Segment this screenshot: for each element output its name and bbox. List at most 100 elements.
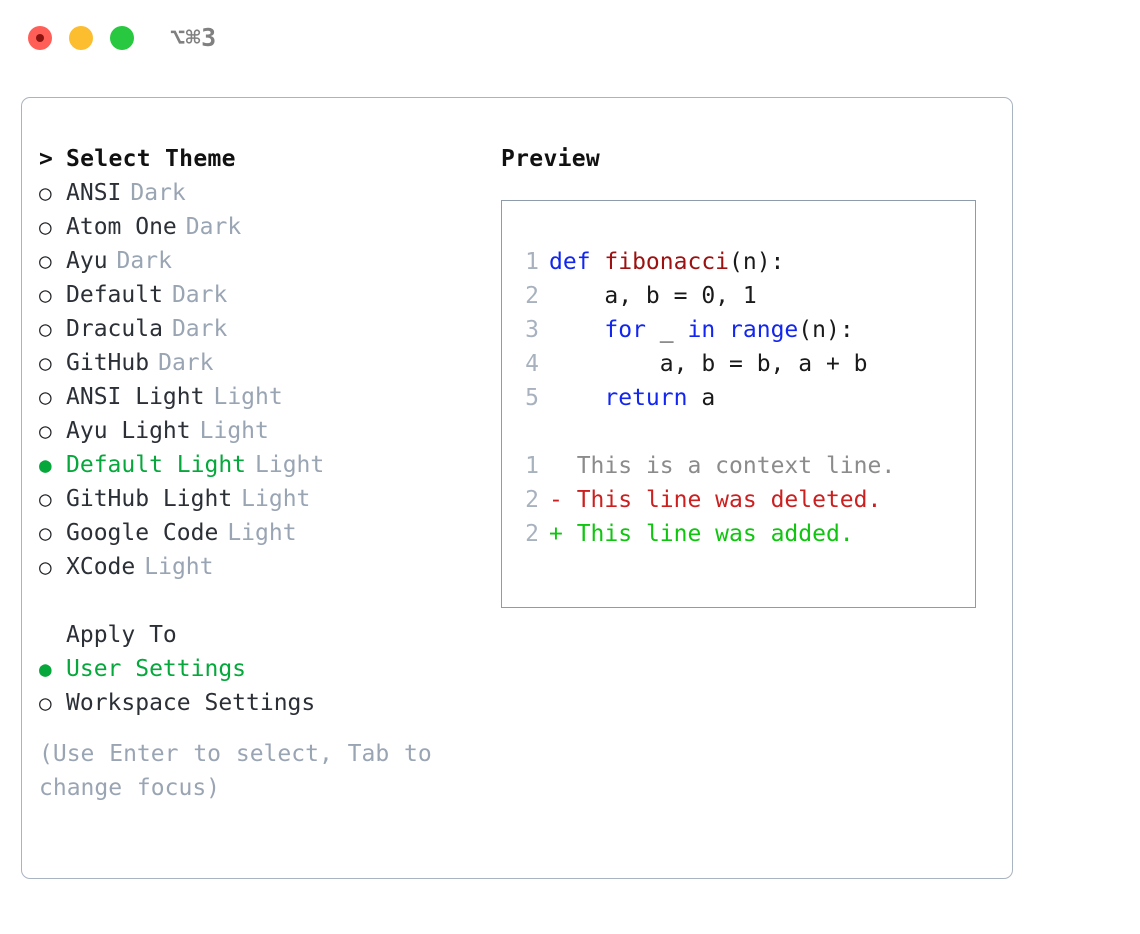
theme-variant: Dark <box>158 350 214 376</box>
theme-name: ANSI <box>66 180 122 206</box>
theme-name: XCode <box>66 554 136 580</box>
apply-to-workspace-settings[interactable]: ○ Workspace Settings <box>39 686 489 720</box>
line-number: 1 <box>525 453 539 479</box>
radio-unselected-icon[interactable]: ○ <box>39 385 52 409</box>
title-bar: ⌥⌘3 <box>0 0 1140 78</box>
theme-item-ansi-light[interactable]: ○ ANSI Light Light <box>39 380 489 414</box>
diff-line-deleted: 2 - This line was deleted. <box>519 483 975 517</box>
radio-unselected-icon[interactable]: ○ <box>39 249 52 273</box>
code-line: 3 for _ in range(n): <box>519 313 975 347</box>
theme-item-ayu-dark[interactable]: ○ Ayu Dark <box>39 244 489 278</box>
theme-name: Ayu <box>66 248 108 274</box>
radio-unselected-icon[interactable]: ○ <box>39 521 52 545</box>
theme-variant: Light <box>227 520 297 546</box>
theme-name: Ayu Light <box>66 418 191 444</box>
line-number: 2 <box>525 487 539 513</box>
line-number: 1 <box>525 249 539 275</box>
theme-item-ayu-light[interactable]: ○ Ayu Light Light <box>39 414 489 448</box>
theme-variant: Light <box>255 452 325 478</box>
code-content: return a <box>549 381 715 415</box>
diff-line-context: 1 This is a context line. <box>519 449 975 483</box>
close-button-icon[interactable] <box>28 26 52 50</box>
diff-sign: - <box>549 487 563 513</box>
theme-variant: Dark <box>171 316 228 342</box>
theme-variant: Light <box>199 418 269 444</box>
apply-to-option-label: User Settings <box>66 656 247 682</box>
token-plain <box>715 317 729 343</box>
theme-name: Default <box>66 282 163 308</box>
maximize-button-icon[interactable] <box>110 26 134 50</box>
token-plain <box>549 385 604 411</box>
theme-variant: Dark <box>171 282 228 308</box>
select-theme-header: > Select Theme <box>39 142 489 176</box>
theme-picker-panel: > Select Theme ○ ANSI Dark ○ Atom One Da… <box>21 97 1013 879</box>
theme-item-github-light[interactable]: ○ GitHub Light Light <box>39 482 489 516</box>
diff-text: This line was deleted. <box>562 487 882 513</box>
theme-item-default-light[interactable]: ● Default Light Light <box>39 448 489 482</box>
radio-unselected-icon[interactable]: ○ <box>39 351 52 375</box>
theme-name: ANSI Light <box>66 384 205 410</box>
token-plain: (n): <box>798 317 854 343</box>
token-plain <box>549 317 604 343</box>
token-plain: a <box>687 385 716 411</box>
radio-selected-icon[interactable]: ● <box>39 657 52 681</box>
apply-to-user-settings[interactable]: ● User Settings <box>39 652 489 686</box>
apply-to-header: Apply To <box>66 622 177 648</box>
theme-variant: Light <box>144 554 214 580</box>
theme-name: GitHub Light <box>66 486 233 512</box>
chevron-right-icon: > <box>39 146 53 172</box>
line-number: 3 <box>525 317 539 343</box>
window-controls <box>28 26 134 50</box>
code-line: 2 a, b = 0, 1 <box>519 279 975 313</box>
token-keyword: return <box>604 385 688 411</box>
diff-text: This line was added. <box>562 521 854 547</box>
apply-to-option-label: Workspace Settings <box>66 690 316 716</box>
theme-name: GitHub <box>66 350 150 376</box>
theme-variant: Dark <box>116 248 172 274</box>
theme-item-atom-one-dark[interactable]: ○ Atom One Dark <box>39 210 489 244</box>
theme-item-ansi-dark[interactable]: ○ ANSI Dark <box>39 176 489 210</box>
token-keyword: in <box>687 317 716 343</box>
theme-item-google-code[interactable]: ○ Google Code Light <box>39 516 489 550</box>
radio-unselected-icon[interactable]: ○ <box>39 419 52 443</box>
radio-selected-icon[interactable]: ● <box>39 453 52 477</box>
theme-item-default-dark[interactable]: ○ Default Dark <box>39 278 489 312</box>
theme-name: Google Code <box>66 520 219 546</box>
token-plain: _ <box>645 317 688 343</box>
keyboard-hint-text: (Use Enter to select, Tab to change focu… <box>39 741 432 801</box>
radio-unselected-icon[interactable]: ○ <box>39 487 52 511</box>
code-line: 1 def fibonacci(n): <box>519 245 975 279</box>
line-number: 2 <box>525 521 539 547</box>
code-content: a, b = b, a + b <box>549 351 868 377</box>
code-content: a, b = 0, 1 <box>549 283 757 309</box>
radio-unselected-icon[interactable]: ○ <box>39 283 52 307</box>
theme-variant: Dark <box>130 180 186 206</box>
radio-unselected-icon[interactable]: ○ <box>39 317 52 341</box>
diff-sign: + <box>549 521 563 547</box>
radio-unselected-icon[interactable]: ○ <box>39 181 52 205</box>
preview-gap <box>519 415 975 449</box>
code-line: 5 return a <box>519 381 975 415</box>
theme-item-dracula-dark[interactable]: ○ Dracula Dark <box>39 312 489 346</box>
theme-item-xcode[interactable]: ○ XCode Light <box>39 550 489 584</box>
code-content: def fibonacci(n): <box>549 245 784 279</box>
token-keyword: for <box>604 317 646 343</box>
keyboard-shortcut-label: ⌥⌘3 <box>170 23 217 52</box>
radio-unselected-icon[interactable]: ○ <box>39 555 52 579</box>
select-theme-title: Select Theme <box>66 146 236 172</box>
line-number: 5 <box>525 385 539 411</box>
minimize-button-icon[interactable] <box>69 26 93 50</box>
theme-variant: Dark <box>185 214 242 240</box>
radio-unselected-icon[interactable]: ○ <box>39 691 52 715</box>
theme-item-github-dark[interactable]: ○ GitHub Dark <box>39 346 489 380</box>
theme-variant: Light <box>241 486 311 512</box>
token-builtin: range <box>729 317 799 343</box>
preview-column: Preview 1 def fibonacci(n): 2 a, b = 0, … <box>501 142 1001 608</box>
theme-name: Default Light <box>66 452 247 478</box>
diff-text: This is a context line. <box>562 453 896 479</box>
theme-selection-column: > Select Theme ○ ANSI Dark ○ Atom One Da… <box>39 142 489 805</box>
radio-unselected-icon[interactable]: ○ <box>39 215 52 239</box>
token-function: fibonacci <box>604 249 730 275</box>
token-plain: (n): <box>729 249 785 275</box>
